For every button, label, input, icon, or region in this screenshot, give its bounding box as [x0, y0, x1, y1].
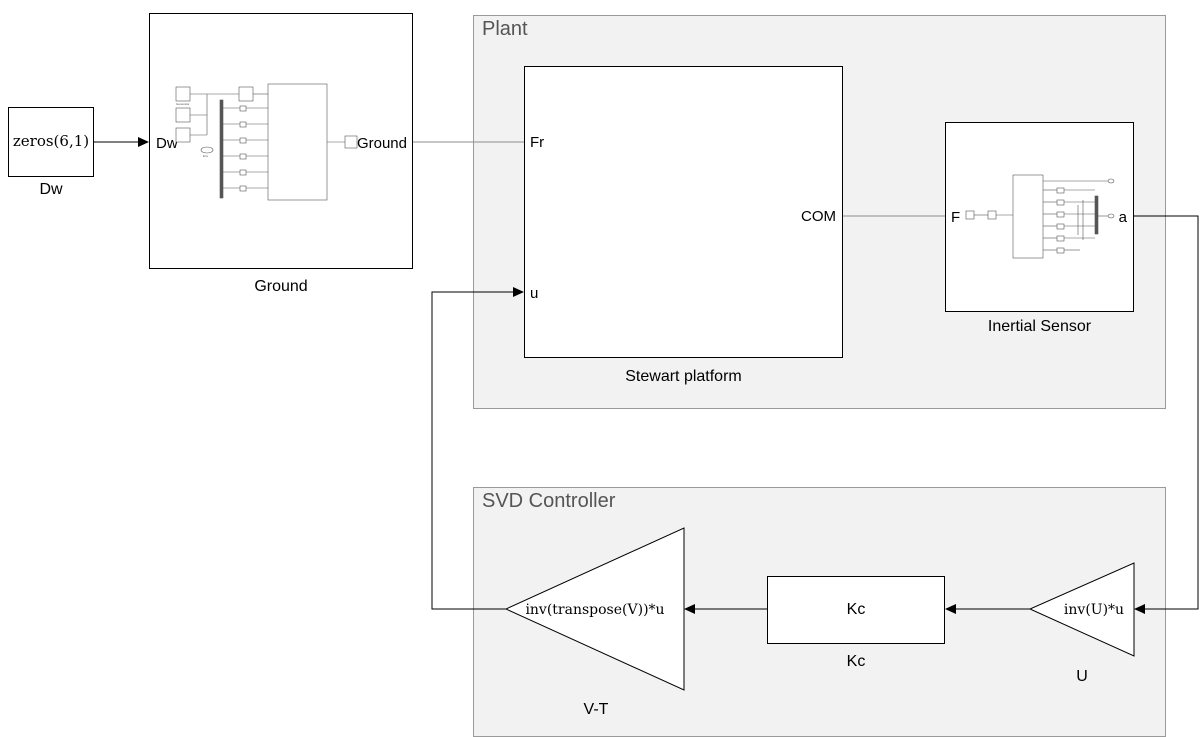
inertial-internal-preview — [965, 174, 1115, 259]
inertial-block-name: Inertial Sensor — [987, 318, 1092, 335]
u-gain-name: U — [1076, 668, 1088, 685]
wire-a-to-u-gain — [1134, 215, 1199, 614]
ground-block-name: Ground — [254, 278, 308, 295]
plant-area-title: Plant — [482, 18, 528, 40]
dw-constant-block[interactable]: zeros(6,1) — [8, 107, 94, 177]
stewart-port-com: COM — [801, 208, 836, 225]
inertial-port-f: F — [951, 209, 961, 226]
ground-mini-label-b: Env — [203, 154, 209, 158]
dw-block-name: Dw — [39, 181, 63, 198]
stewart-port-u: u — [530, 285, 539, 302]
ground-out-port: Ground — [356, 135, 407, 152]
ground-internal-preview: Generator Env — [175, 83, 358, 201]
ground-mini-label-a: Generator — [176, 102, 190, 106]
stewart-platform-block[interactable]: Fr u COM — [524, 66, 843, 358]
vt-gain-name: V-T — [584, 701, 609, 718]
stewart-block-name: Stewart platform — [625, 368, 742, 385]
kc-gain-block[interactable]: Kc — [767, 576, 945, 644]
wire-vt-gain-to-u — [431, 287, 524, 610]
kc-block-name: Kc — [846, 653, 866, 670]
dw-expression: zeros(6,1) — [12, 132, 90, 150]
svd-area-title: SVD Controller — [482, 490, 616, 512]
u-gain-expression: inv(U)*u — [1064, 602, 1124, 618]
inertial-port-a: a — [1118, 209, 1127, 226]
ground-in-port-dw: Dw — [156, 135, 178, 152]
stewart-port-fr: Fr — [530, 134, 545, 151]
vt-gain-expression: inv(transpose(V))*u — [525, 602, 664, 618]
kc-block-content: Kc — [846, 601, 866, 618]
